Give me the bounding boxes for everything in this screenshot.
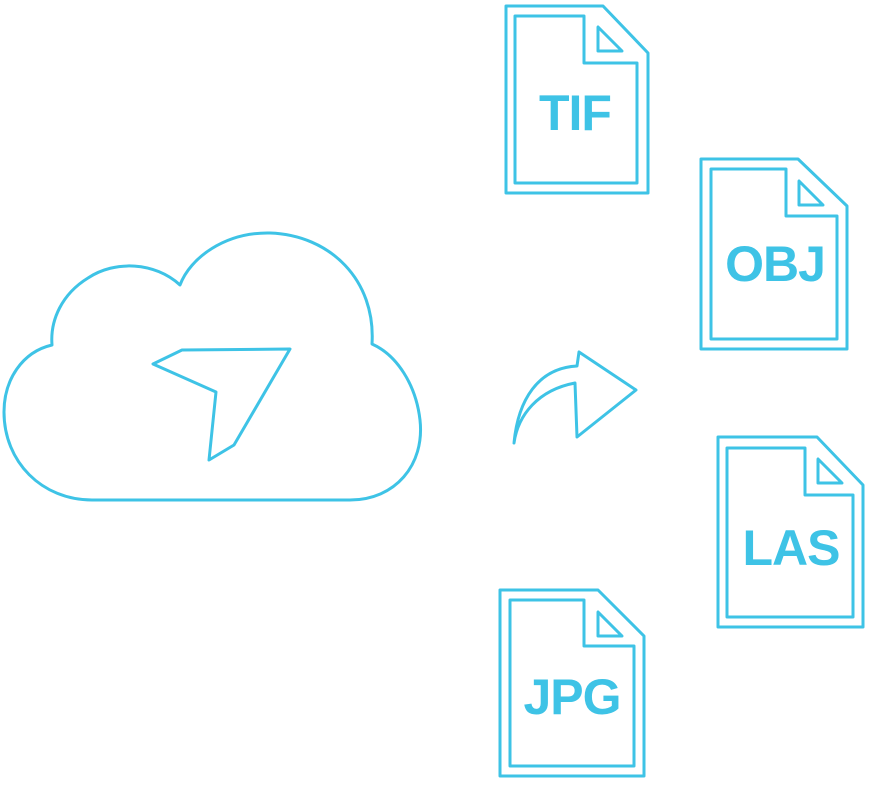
file-label-jpg: JPG: [523, 669, 620, 725]
file-inner-border: [508, 598, 636, 768]
file-icon: [716, 435, 865, 629]
file-jpg: JPG: [498, 588, 646, 778]
file-obj: OBJ: [699, 157, 849, 351]
cloud-navigation-icon: [2, 231, 423, 502]
file-inner-border: [725, 446, 855, 619]
navigation-arrow-icon: [151, 347, 292, 462]
file-icon: [504, 4, 650, 195]
file-inner-border: [709, 167, 839, 341]
file-icon: [699, 157, 849, 351]
file-icon: [498, 588, 646, 778]
file-label-tif: TIF: [539, 85, 611, 141]
file-las: LAS: [716, 435, 865, 629]
file-inner-border: [513, 14, 639, 185]
file-tif: TIF: [504, 4, 650, 195]
page-corner-icon: [596, 25, 624, 53]
page-corner-icon: [816, 457, 844, 485]
file-label-obj: OBJ: [725, 236, 825, 292]
page-corner-icon: [797, 179, 825, 207]
file-label-las: LAS: [743, 520, 840, 576]
cloud-icon: [2, 231, 423, 502]
page-corner-icon: [596, 610, 624, 638]
export-arrow-icon: [512, 350, 638, 445]
